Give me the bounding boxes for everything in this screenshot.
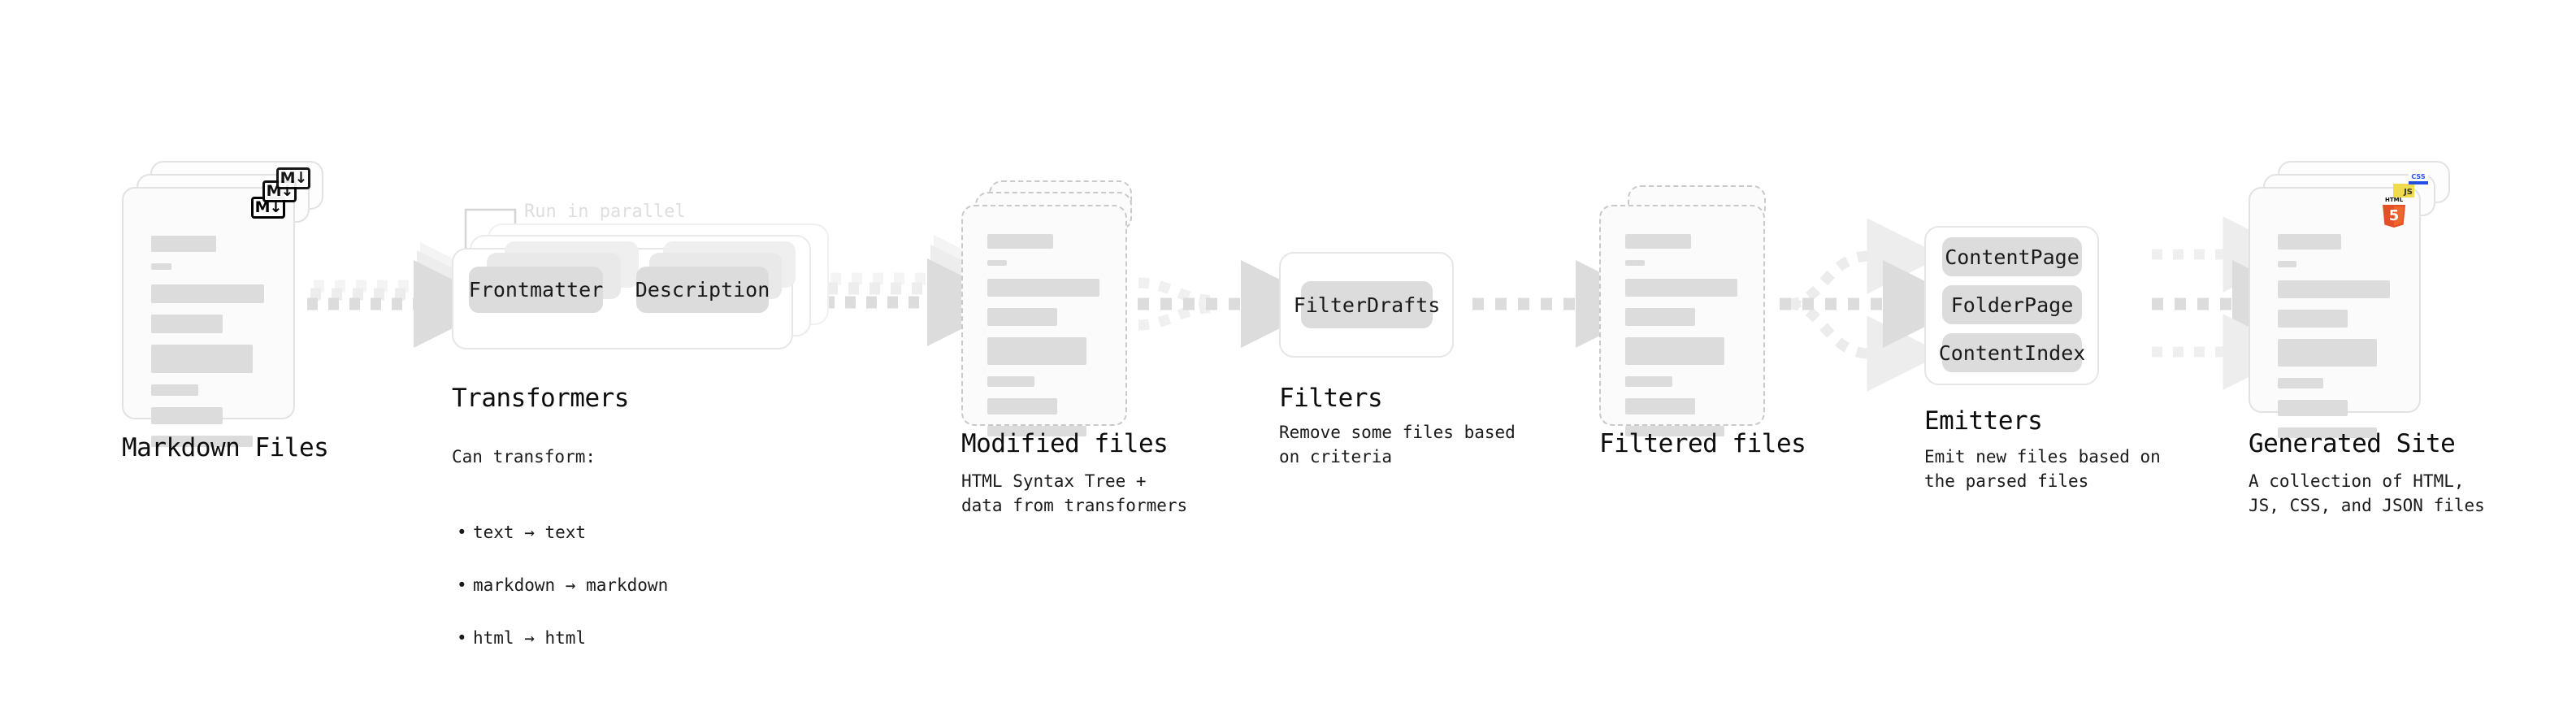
javascript-icon: JS bbox=[2393, 184, 2414, 197]
filtered-card-front[interactable] bbox=[1599, 205, 1765, 436]
emitters-group[interactable]: ContentPage FolderPage ContentIndex bbox=[1924, 226, 2099, 385]
emitters-title: Emitters bbox=[1924, 406, 2043, 436]
emitters-pill-contentindex[interactable]: ContentIndex bbox=[1939, 333, 2085, 372]
transformers-subtitle: Can transform: text → text markdown → ma… bbox=[452, 421, 668, 703]
transformers-capability-item: html → html bbox=[457, 627, 668, 651]
markdown-badge-icon-back: M↓ bbox=[276, 167, 310, 189]
generated-site-title: Generated Site bbox=[2249, 429, 2456, 458]
css3-icon: CSS bbox=[2409, 171, 2428, 184]
svg-text:5: 5 bbox=[2389, 207, 2400, 224]
connector-transformers-to-modified bbox=[824, 235, 1021, 346]
filters-pill-filterdrafts[interactable]: FilterDrafts bbox=[1294, 281, 1440, 328]
modified-files-title: Modified files bbox=[961, 429, 1169, 458]
generated-card-front[interactable]: HTML 5 bbox=[2249, 187, 2421, 438]
markdown-badge-arrow: ↓ bbox=[269, 198, 283, 216]
modified-card-front[interactable] bbox=[961, 205, 1127, 436]
transformer-pill-description[interactable]: Description bbox=[635, 267, 770, 313]
markdown-files-title: Markdown Files bbox=[122, 433, 329, 462]
transformers-group[interactable]: Frontmatter Frontmatter Frontmatter Desc… bbox=[452, 223, 834, 362]
filtered-files-stack[interactable] bbox=[1599, 185, 1794, 436]
transformers-subtitle-heading: Can transform: bbox=[452, 446, 596, 466]
generated-site-subtitle: A collection of HTML, JS, CSS, and JSON … bbox=[2249, 471, 2485, 515]
modified-files-stack[interactable] bbox=[961, 180, 1164, 436]
generated-placeholder-lines bbox=[2278, 234, 2395, 438]
run-in-parallel-annotation: Run in parallel bbox=[524, 202, 686, 222]
emitters-subtitle: Emit new files based on the parsed files bbox=[1924, 447, 2161, 491]
filtered-placeholder-lines bbox=[1625, 234, 1742, 436]
modified-placeholder-lines bbox=[987, 234, 1104, 436]
markdown-placeholder-lines bbox=[151, 236, 269, 447]
filters-title: Filters bbox=[1279, 384, 1383, 413]
connector-emitters-to-site bbox=[2152, 216, 2320, 390]
html5-icon: HTML 5 bbox=[2380, 195, 2408, 229]
diagram-canvas: M↓ M↓ M↓ Markdown Files Frontmatter Fron… bbox=[0, 0, 2576, 681]
markdown-badge-letter: M bbox=[254, 198, 271, 216]
transformers-capability-item: markdown → markdown bbox=[457, 574, 668, 598]
transformer-pill-frontmatter[interactable]: Frontmatter bbox=[469, 267, 603, 313]
transformers-capability-list: text → text markdown → markdown html → h… bbox=[452, 497, 668, 679]
emitters-pill-folderpage[interactable]: FolderPage bbox=[1942, 285, 2082, 324]
markdown-card-front[interactable]: M↓ bbox=[122, 187, 295, 447]
javascript-icon-label: JS bbox=[2404, 188, 2413, 197]
transformers-title: Transformers bbox=[452, 384, 629, 413]
emitters-pill-contentpage[interactable]: ContentPage bbox=[1942, 237, 2082, 276]
svg-text:HTML: HTML bbox=[2385, 197, 2404, 203]
filters-group[interactable]: FilterDrafts bbox=[1279, 252, 1454, 358]
filtered-files-title: Filtered files bbox=[1599, 429, 1806, 458]
generated-site-stack[interactable]: HTML 5 JS CSS bbox=[2249, 161, 2460, 438]
transformers-capability-item: text → text bbox=[457, 521, 668, 545]
markdown-files-stack[interactable]: M↓ M↓ M↓ bbox=[122, 161, 333, 447]
modified-files-subtitle: HTML Syntax Tree + data from transformer… bbox=[961, 471, 1188, 515]
connector-filtered-to-emitters bbox=[1780, 218, 1971, 392]
filters-subtitle: Remove some files based on criteria bbox=[1279, 423, 1516, 466]
css3-icon-label: CSS bbox=[2411, 172, 2426, 180]
